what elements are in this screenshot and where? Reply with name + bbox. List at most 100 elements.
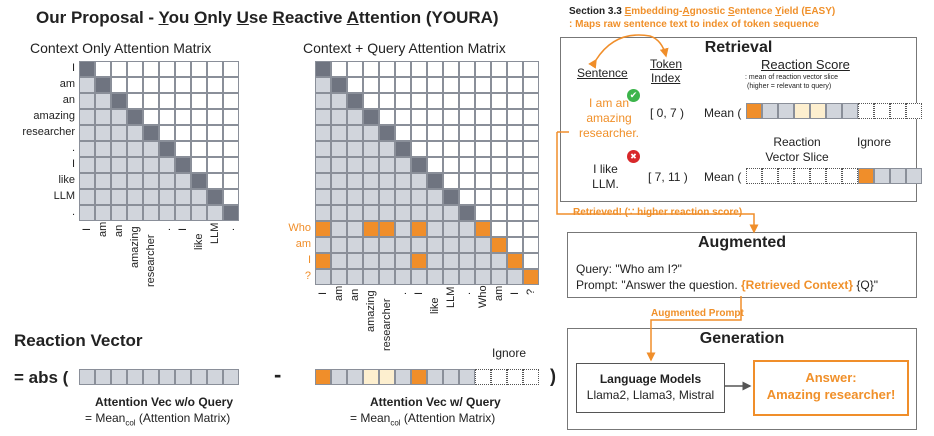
- matrix-cell: [331, 253, 347, 269]
- mean-1: Mean (: [704, 106, 742, 120]
- matrix-cell: [159, 125, 175, 141]
- sentence-2: I like LLM.: [578, 162, 633, 192]
- sentence-1-line-2: amazing: [586, 111, 632, 125]
- matrix-cell: [443, 141, 459, 157]
- matrix-cell: [111, 93, 127, 109]
- matrix-cell: [315, 61, 331, 77]
- matrix-cell: [507, 141, 523, 157]
- augmented-panel: Augmented: [567, 232, 917, 298]
- matrix-cell: [459, 141, 475, 157]
- matrix-cell: [175, 109, 191, 125]
- matrix-cell: [443, 125, 459, 141]
- vector-cell: [523, 369, 539, 385]
- reaction-ignore-label: Ignore: [492, 346, 527, 360]
- matrix-cell: [427, 77, 443, 93]
- matrix-cell: [127, 61, 143, 77]
- matrix-cell: [491, 253, 507, 269]
- matrix-cell: [443, 157, 459, 173]
- matrix-cell: [395, 77, 411, 93]
- title-part: nly: [207, 8, 237, 27]
- matrix-cell: [315, 125, 331, 141]
- matrix-cell: [459, 205, 475, 221]
- matrix-cell: [491, 189, 507, 205]
- matrix-cell: [143, 205, 159, 221]
- matrix-cell: [363, 157, 379, 173]
- augmented-prompt-label: Augmented Prompt: [651, 308, 744, 319]
- vector-cell: [79, 369, 95, 385]
- sentence-1-line-1: I am an: [588, 96, 630, 110]
- matrix-cell: [379, 141, 395, 157]
- section-arc-arrow: [588, 34, 669, 69]
- matrix-cell: [507, 205, 523, 221]
- matrix-cell: [95, 189, 111, 205]
- matrix-cell: [443, 221, 459, 237]
- matrix-cell: [395, 125, 411, 141]
- matrix-cell: [459, 109, 475, 125]
- matrix-cell: [523, 77, 539, 93]
- matrix-cell: [411, 125, 427, 141]
- matrix-cell: [223, 93, 239, 109]
- slice-cell: [810, 168, 826, 184]
- matrix-cell: [427, 173, 443, 189]
- prompt-part-b: {Q}": [853, 278, 878, 292]
- matrix-cell: [191, 93, 207, 109]
- matrix-cell: [475, 125, 491, 141]
- matrix-cell: [475, 61, 491, 77]
- row-label: .: [71, 206, 75, 218]
- matrix-cell: [395, 189, 411, 205]
- matrix-cell: [459, 157, 475, 173]
- matrix-cell: [459, 93, 475, 109]
- title-part: entence: [734, 6, 775, 17]
- matrix-cell: [459, 237, 475, 253]
- augmented-flow-line: [646, 296, 742, 362]
- matrix-cell: [143, 109, 159, 125]
- matrix-cell: [191, 77, 207, 93]
- matrix-cell: [507, 125, 523, 141]
- left-mean-sub: col: [125, 418, 136, 428]
- matrix-cell: [315, 269, 331, 285]
- section-subheading: : Maps raw sentence text to index of tok…: [569, 19, 820, 30]
- matrix-cell: [159, 157, 175, 173]
- vector-cell: [207, 369, 223, 385]
- matrix-cell: [523, 125, 539, 141]
- matrix-cell: [111, 125, 127, 141]
- matrix-cell: [207, 61, 223, 77]
- matrix-cell: [191, 109, 207, 125]
- matrix-cell: [127, 205, 143, 221]
- matrix-cell: [347, 141, 363, 157]
- matrix-cell: [459, 61, 475, 77]
- matrix-cell: [443, 237, 459, 253]
- matrix-cell: [191, 157, 207, 173]
- matrix-cell: [491, 237, 507, 253]
- matrix-cell: [331, 157, 347, 173]
- right-matrix-title: Context + Query Attention Matrix: [303, 40, 506, 56]
- matrix-cell: [427, 109, 443, 125]
- slice-cell: [794, 168, 810, 184]
- matrix-cell: [363, 173, 379, 189]
- matrix-cell: [523, 269, 539, 285]
- matrix-cell: [95, 61, 111, 77]
- matrix-cell: [443, 253, 459, 269]
- matrix-cell: [331, 237, 347, 253]
- matrix-cell: [207, 77, 223, 93]
- matrix-cell: [331, 93, 347, 109]
- slice-cell: [874, 103, 890, 119]
- sentence-2-line-1: I like: [593, 162, 618, 176]
- matrix-cell: [459, 77, 475, 93]
- matrix-cell: [207, 109, 223, 125]
- matrix-cell: [379, 205, 395, 221]
- prompt-retrieved-context: {Retrieved Context}: [741, 278, 854, 292]
- slice-cell: [842, 168, 858, 184]
- slice-cell: [906, 168, 922, 184]
- matrix-cell: [315, 141, 331, 157]
- matrix-cell: [111, 109, 127, 125]
- slice-cell: [906, 103, 922, 119]
- matrix-cell: [411, 189, 427, 205]
- matrix-cell: [443, 61, 459, 77]
- matrix-cell: [411, 205, 427, 221]
- matrix-cell: [347, 221, 363, 237]
- matrix-cell: [127, 125, 143, 141]
- matrix-cell: [315, 205, 331, 221]
- matrix-cell: [127, 173, 143, 189]
- matrix-cell: [379, 237, 395, 253]
